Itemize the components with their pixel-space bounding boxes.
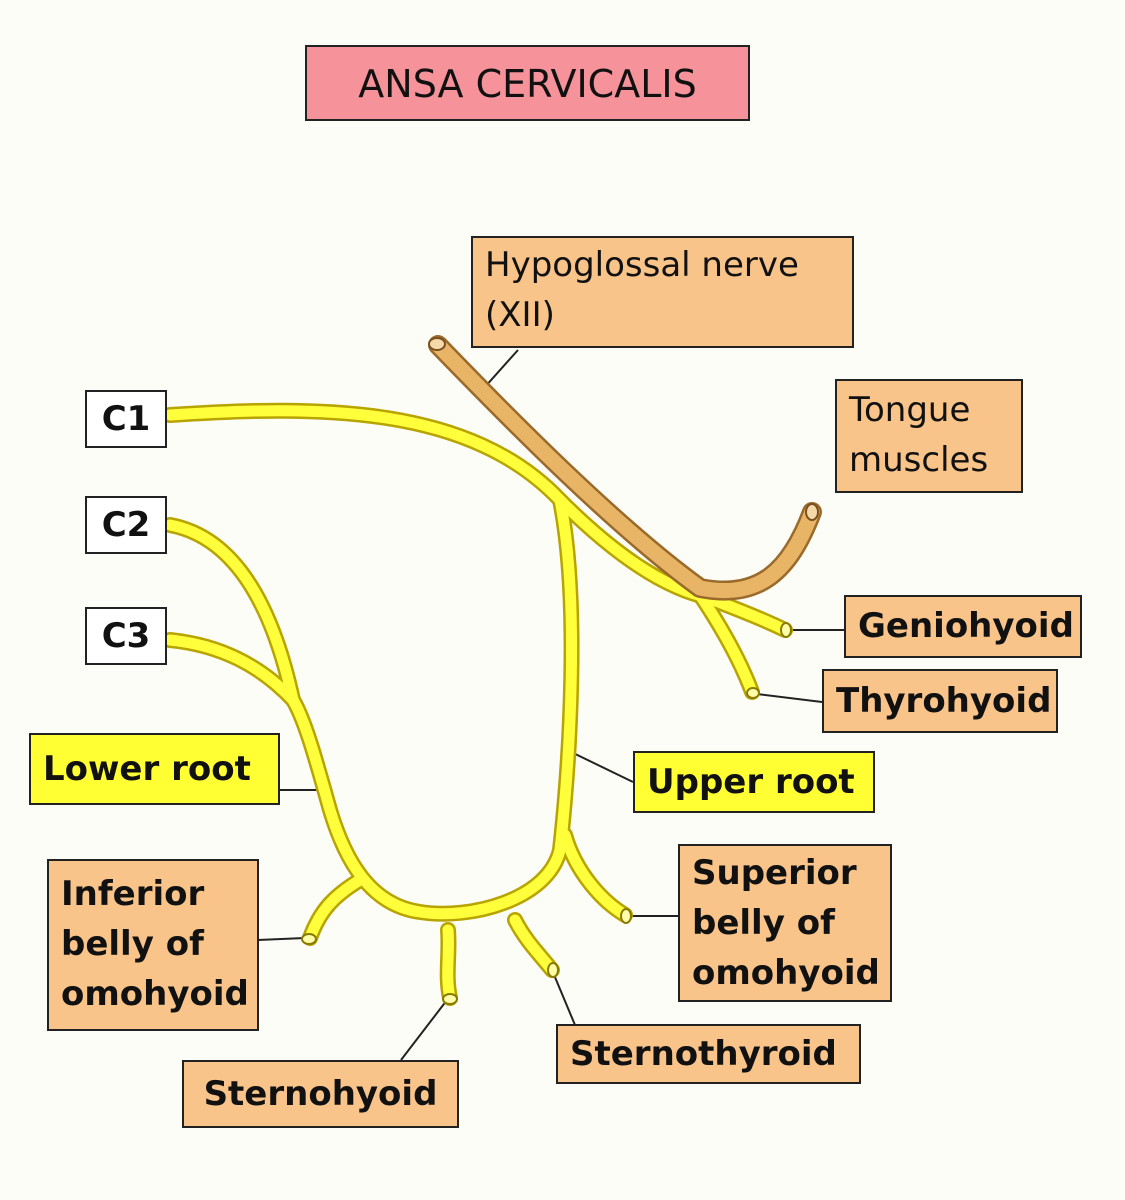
diagram-title: ANSA CERVICALIS	[305, 45, 750, 121]
c1-nerve	[164, 405, 566, 506]
sternothyroid-cap	[547, 962, 559, 978]
tongue-muscles-line2: muscles	[849, 440, 989, 480]
inferior-belly-branch	[304, 874, 366, 944]
hypoglossal-label-line2: (XII)	[485, 295, 555, 335]
inferior-belly-omohyoid-label: Inferior belly of omohyoid	[47, 859, 259, 1031]
inferior-belly-line3: omohyoid	[61, 974, 249, 1014]
leader-sternothyroid	[551, 969, 576, 1026]
leader-thyrohyoid	[756, 693, 823, 703]
lower-root-label: Lower root	[29, 733, 280, 805]
superior-belly-line1: Superior	[692, 853, 857, 893]
tongue-cap	[805, 503, 819, 521]
sternothyroid-branch	[509, 914, 558, 976]
leader-lines	[257, 349, 845, 1061]
tongue-muscles-line1: Tongue	[849, 390, 971, 430]
inferior-belly-cap	[301, 933, 317, 945]
hypoglossal-top-cap	[428, 337, 446, 351]
hypoglossal-label-line1: Hypoglossal nerve	[485, 245, 799, 285]
inferior-belly-line1: Inferior	[61, 874, 205, 914]
leader-inferior-belly	[257, 937, 306, 941]
hypoglossal-nerve-label: Hypoglossal nerve (XII)	[471, 236, 854, 348]
upper-root-label: Upper root	[633, 751, 875, 813]
c3-label: C3	[85, 607, 167, 665]
superior-belly-omohyoid-label: Superior belly of omohyoid	[678, 844, 892, 1002]
sternohyoid-label: Sternohyoid	[182, 1060, 459, 1128]
inferior-belly-line2: belly of	[61, 924, 204, 964]
hypoglossal-nerve	[430, 337, 820, 599]
nerve-end-caps	[301, 622, 792, 1005]
c3-nerve	[164, 634, 299, 706]
leader-hypoglossal	[483, 349, 519, 389]
c2-label: C2	[85, 496, 167, 554]
leader-upper-root	[566, 749, 634, 783]
c1-label: C1	[85, 390, 167, 448]
tongue-muscles-label: Tongue muscles	[835, 379, 1023, 493]
nerve-fills	[164, 405, 791, 1004]
c2-nerve	[164, 519, 299, 706]
superior-belly-cap	[620, 908, 632, 924]
leader-sternohyoid	[400, 999, 448, 1061]
geniohyoid-cap	[780, 622, 792, 638]
thyrohyoid-branch	[694, 589, 758, 698]
superior-belly-line3: omohyoid	[692, 953, 880, 993]
geniohyoid-label: Geniohyoid	[844, 595, 1082, 658]
sternothyroid-label: Sternothyroid	[556, 1024, 861, 1084]
superior-belly-branch	[559, 829, 631, 921]
sternohyoid-branch	[442, 924, 456, 1004]
ansa-loop	[287, 494, 578, 920]
thyrohyoid-label: Thyrohyoid	[822, 669, 1058, 733]
thyrohyoid-cap	[746, 687, 760, 699]
hypoglossal-end-caps	[428, 337, 819, 521]
sternohyoid-cap	[442, 993, 458, 1005]
superior-belly-line2: belly of	[692, 903, 835, 943]
